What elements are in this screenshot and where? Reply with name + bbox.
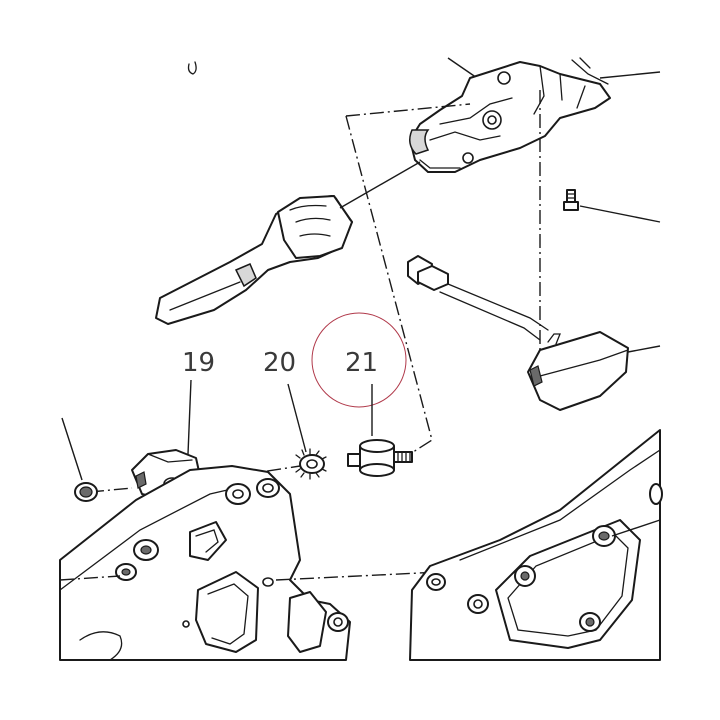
callout-label-20: 20: [263, 348, 296, 378]
license-plate-light: [527, 331, 661, 411]
callout-19: 19: [182, 348, 215, 455]
turn-signal-indicator: [155, 161, 421, 325]
small-clip-fragment: [187, 61, 197, 75]
wire-connector: [407, 255, 549, 341]
callout-label-21: 21: [345, 348, 378, 378]
lamp-housing-bracket: [409, 57, 661, 173]
rubber-spacer-bolt: [347, 439, 413, 477]
callout-label-19: 19: [182, 348, 215, 378]
nut-left: [61, 417, 98, 502]
frame-section-left: [59, 465, 441, 661]
callout-20: 20: [263, 348, 307, 453]
assembly-centerlines: [345, 90, 541, 455]
serrated-washer: [295, 448, 327, 480]
frame-section-right: [409, 429, 663, 661]
callout-highlight-21: [311, 312, 407, 408]
callout-21: 21: [345, 348, 378, 436]
screw-upper-right: [563, 189, 661, 223]
